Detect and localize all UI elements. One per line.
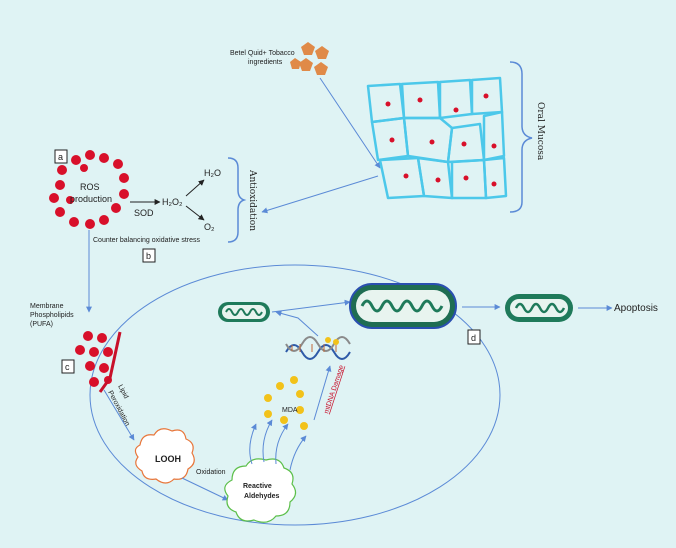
betel-label-line2: ingredients	[248, 59, 283, 66]
mito-progression-arrow-1	[271, 299, 351, 313]
mucosa-to-antioxidation-arrow	[261, 175, 379, 214]
pufa-molecules	[75, 331, 113, 387]
looh-cloud	[134, 428, 195, 484]
aldehydes-label-line2: Aldehydes	[244, 493, 280, 500]
antioxidation-bracket	[227, 157, 247, 243]
looh-label: LOOH	[155, 454, 181, 464]
mitochondrion-small-icon	[218, 302, 270, 322]
membrane-label-line2: Phospholipids	[30, 312, 74, 319]
mda-to-dna-arrow	[313, 365, 332, 421]
betel-label-line1: Betel Quid+ Tobacco	[230, 50, 295, 57]
o2-label: O₂	[204, 222, 215, 232]
mtdna-damage-label: mtDNA Damage	[323, 364, 345, 414]
oral-mucosa-bracket	[509, 61, 533, 213]
lipid-peroxidation-arrow	[103, 389, 135, 441]
ros-label-line1: ROS	[80, 182, 100, 192]
membrane-damage-line	[98, 331, 122, 393]
label-c: c	[65, 362, 70, 372]
h2o2-label: H₂O₂	[162, 197, 183, 207]
oral-mucosa-cells	[366, 76, 508, 200]
o2-arrow	[185, 205, 205, 221]
mtdna-helix-icon	[285, 336, 351, 360]
reactive-aldehydes-cloud	[224, 458, 297, 523]
sod-label: SOD	[134, 208, 154, 218]
mitochondrion-medium-icon	[505, 294, 573, 322]
label-b: b	[146, 251, 151, 261]
label-d: d	[471, 333, 476, 343]
mitochondrion-large-icon	[349, 283, 457, 329]
mda-molecules	[264, 376, 308, 430]
antioxidation-label: Antioxidation	[247, 169, 257, 231]
cell-nuclei	[385, 93, 497, 187]
oxidation-arrow	[181, 477, 229, 501]
aldehydes-label-line1: Reactive	[243, 483, 272, 490]
label-box-c	[61, 359, 75, 374]
label-box-a	[54, 149, 68, 164]
ros-label-line2: production	[70, 194, 112, 204]
dna-to-mitochondria-arrow	[275, 310, 319, 337]
membrane-label-line1: Membrane	[30, 303, 64, 310]
counter-balancing-label: Counter balancing oxidative stress	[93, 237, 201, 244]
label-a: a	[58, 152, 63, 162]
oxidation-label: Oxidation	[196, 469, 226, 476]
apoptosis-label: Apoptosis	[614, 303, 658, 314]
label-box-b	[142, 248, 156, 263]
label-box-d	[467, 329, 481, 345]
lipid-label-line1: Lipid	[116, 384, 129, 400]
mda-label: MDA	[282, 407, 298, 414]
h2o-arrow	[185, 179, 205, 197]
ros-molecules	[49, 150, 129, 229]
membrane-label-line3: (PUFA)	[30, 321, 53, 328]
h2o-label: H₂O	[204, 168, 221, 178]
tobacco-to-mucosa-arrow	[319, 77, 381, 169]
oral-mucosa-label: Oral Mucosa	[535, 102, 545, 161]
aldehyde-to-mda-arrows	[249, 419, 307, 471]
tobacco-ingredients-icon	[290, 42, 329, 75]
cell-boundary	[89, 264, 501, 526]
